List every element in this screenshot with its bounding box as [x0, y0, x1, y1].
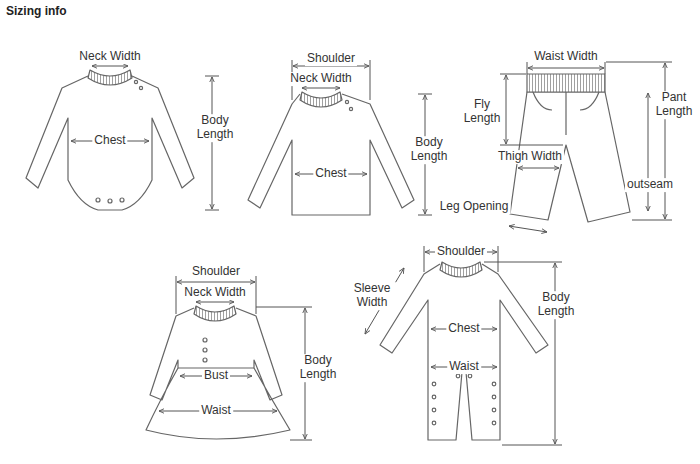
romper-collar: [440, 262, 482, 277]
measurement-label: Sleeve Width: [348, 282, 396, 310]
measurement-label: Shoulder: [305, 52, 357, 66]
pants-waistband: [527, 74, 605, 92]
measurement-label: Shoulder: [435, 245, 487, 259]
measurement-label: Shoulder: [190, 265, 242, 279]
measurement-label: Chest: [313, 167, 348, 181]
measurement-label: Body Length: [533, 291, 579, 319]
measurement-label: Neck Width: [77, 50, 142, 64]
bodysuit-collar: [88, 70, 132, 85]
measurement-label: Chest: [92, 134, 127, 148]
romper-outline: [380, 264, 548, 440]
dimension-lines: [71, 60, 672, 445]
shirt-collar: [300, 92, 342, 107]
measurement-label: Thigh Width: [496, 150, 564, 164]
measurement-label: Leg Opening: [438, 200, 511, 214]
measurement-label: outseam: [625, 178, 675, 192]
measurement-label: Waist: [199, 404, 233, 418]
measurement-label: Body Length: [192, 114, 238, 142]
measurement-label: Body Length: [295, 354, 341, 382]
measurement-label: Fly Length: [460, 98, 504, 126]
measurement-label: Neck Width: [182, 286, 247, 300]
bodysuit-outline: [26, 76, 194, 210]
dress-outline: [146, 308, 290, 439]
measurement-label: Body Length: [406, 136, 452, 164]
page-title: Sizing info: [6, 4, 67, 18]
shirt-outline: [248, 94, 414, 215]
measurement-label: Waist: [447, 360, 481, 374]
measurement-label: Neck Width: [288, 72, 353, 86]
measurement-label: Waist Width: [532, 50, 600, 64]
dress-collar: [194, 306, 236, 321]
measurement-label: Chest: [446, 322, 481, 336]
measurement-label: Bust: [202, 369, 230, 383]
measurement-label: Pant Length: [651, 91, 697, 119]
